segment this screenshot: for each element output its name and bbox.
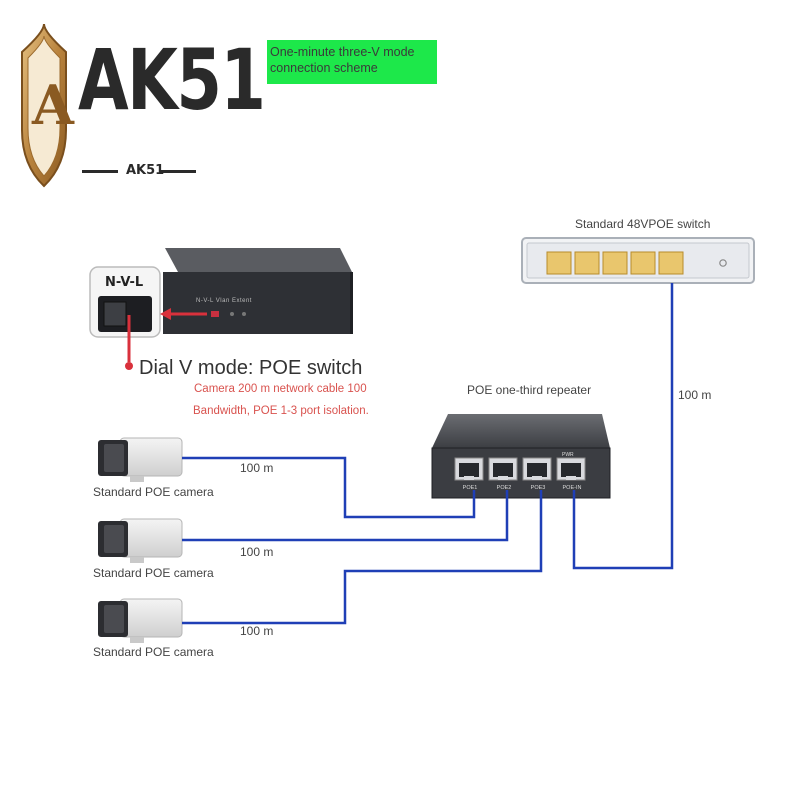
pwr-label: PWR xyxy=(562,452,574,458)
cable-1-label: 100 m xyxy=(240,461,274,475)
logo-divider-right xyxy=(160,170,196,173)
network-cables xyxy=(182,283,674,625)
repeater-port-icon xyxy=(488,457,518,481)
rj45-port-icon xyxy=(574,251,600,275)
cable-camera-2 xyxy=(182,490,509,542)
mode-note-line1: Camera 200 m network cable 100 xyxy=(194,383,367,395)
camera-1-label: Standard POE camera xyxy=(93,485,214,499)
rj45-port-icon xyxy=(602,251,628,275)
scheme-title-box: One-minute three-V mode connection schem… xyxy=(267,40,437,84)
repeater-port-label: POE3 xyxy=(530,485,546,491)
cable-3-label: 100 m xyxy=(240,624,274,638)
logo-sub-text: AK51 xyxy=(126,163,165,178)
logo-shield xyxy=(21,23,67,188)
cable-camera-3 xyxy=(182,490,543,625)
rj45-port-icon xyxy=(658,251,684,275)
poe-repeater-device xyxy=(431,414,611,499)
power-led-icon xyxy=(719,259,727,267)
repeater-port-label: POE2 xyxy=(496,485,512,491)
cable-2-label: 100 m xyxy=(240,545,274,559)
poe-switch-device xyxy=(521,237,755,284)
mode-note-line2: Bandwidth, POE 1-3 port isolation. xyxy=(193,405,369,417)
camera-2-label: Standard POE camera xyxy=(93,566,214,580)
cable-uplink xyxy=(572,283,674,570)
scheme-title-line2: connection scheme xyxy=(270,61,378,75)
repeater-port-icon xyxy=(556,457,586,481)
poe-camera-icon xyxy=(98,518,183,563)
rj45-port-icon xyxy=(546,251,572,275)
mode-title: Dial V mode: POE switch xyxy=(139,357,363,379)
poe-camera-icon xyxy=(98,437,183,482)
repeater-label: POE one-third repeater xyxy=(467,383,592,397)
logo-shield-letter: A xyxy=(32,73,74,137)
device-print-text: N-V-L Vlan Extent xyxy=(196,298,252,304)
scheme-title-line1: One-minute three-V mode xyxy=(270,45,415,59)
nvl-device-photo xyxy=(89,248,353,370)
repeater-port-label: POE-IN xyxy=(562,485,582,491)
repeater-port-icon xyxy=(522,457,552,481)
rj45-port-icon xyxy=(630,251,656,275)
uplink-cable-label: 100 m xyxy=(678,388,712,402)
logo-divider-left xyxy=(82,170,118,173)
cable-camera-1 xyxy=(182,456,476,519)
repeater-port-label: POE1 xyxy=(462,485,478,491)
inset-switch-label: N-V-L xyxy=(105,275,144,290)
switch-label: Standard 48VPOE switch xyxy=(575,217,711,231)
poe-camera-icon xyxy=(98,598,183,643)
camera-3-label: Standard POE camera xyxy=(93,645,214,659)
logo-brand-text: AK51 xyxy=(78,31,266,129)
repeater-port-icon xyxy=(454,457,484,481)
